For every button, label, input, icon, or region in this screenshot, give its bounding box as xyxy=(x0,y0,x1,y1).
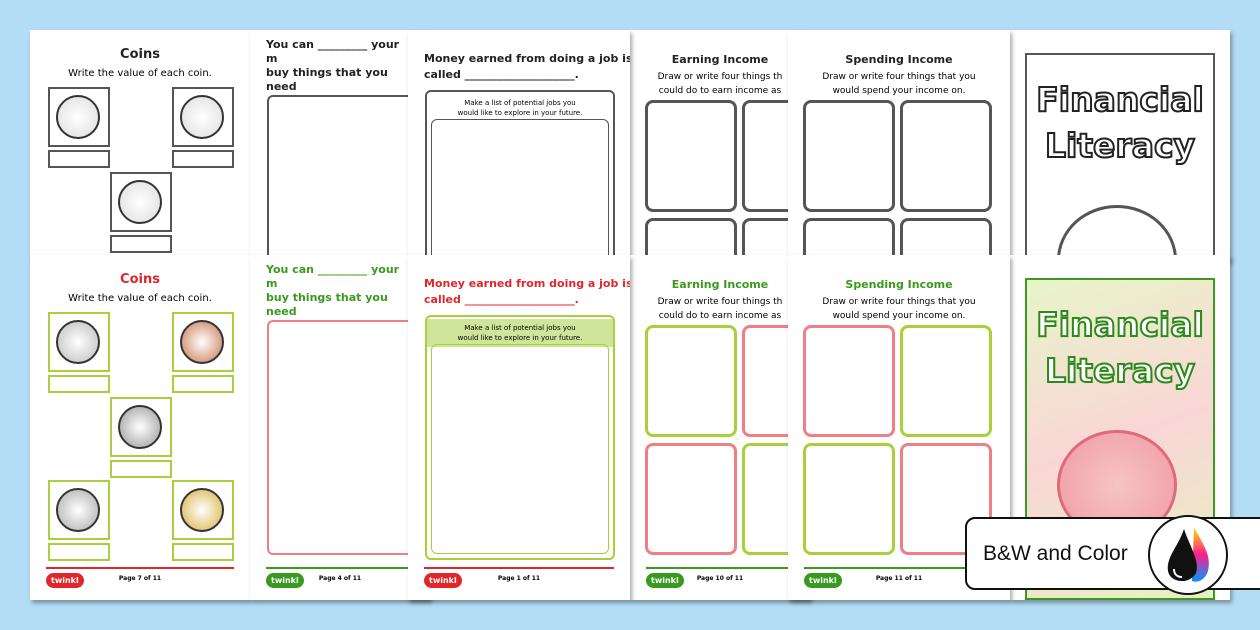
answer-box[interactable] xyxy=(172,543,234,561)
footer-line xyxy=(266,567,414,569)
coin-image xyxy=(180,320,224,364)
worksheet-page-2[interactable]: You can _________ your m buy things that… xyxy=(250,255,430,600)
drawing-box[interactable] xyxy=(803,100,895,212)
page-title: Coins xyxy=(120,47,160,62)
page-number: Page 1 of 11 xyxy=(497,575,541,582)
coin-box xyxy=(110,172,172,232)
badge-label: B&W and Color xyxy=(983,542,1128,565)
coin-box xyxy=(48,87,110,147)
worksheet-page-2[interactable]: You can _________ your m buy things that… xyxy=(250,30,430,262)
footer-line xyxy=(804,567,994,569)
coin-image xyxy=(180,95,224,139)
ink-drops-icon xyxy=(1148,515,1228,595)
footer-line xyxy=(646,567,794,569)
twinkl-logo: twinkl xyxy=(424,573,462,588)
cover-panel: Financial Literacy xyxy=(1025,53,1215,262)
drawing-box[interactable] xyxy=(900,218,992,262)
drawing-box[interactable] xyxy=(803,218,895,262)
drawing-box[interactable] xyxy=(900,100,992,212)
drawing-box[interactable] xyxy=(742,218,810,262)
cover-title: Financial Literacy xyxy=(1035,79,1205,166)
page-title: Spending Income xyxy=(845,53,953,66)
drawing-box[interactable] xyxy=(900,443,992,555)
twinkl-logo: twinkl xyxy=(646,573,684,588)
page-title: You can _________ your m buy things that… xyxy=(266,263,400,318)
twinkl-logo: twinkl xyxy=(266,573,304,588)
page-title: Earning Income xyxy=(671,278,769,291)
drawing-box[interactable] xyxy=(645,100,737,212)
drawing-box[interactable] xyxy=(645,218,737,262)
drawing-box[interactable] xyxy=(645,443,737,555)
page-number: Page 11 of 11 xyxy=(875,575,923,582)
coin-box xyxy=(48,312,110,372)
coin-box xyxy=(172,312,234,372)
piggy-bank-image xyxy=(1057,205,1177,262)
jobs-list-area[interactable] xyxy=(431,119,609,262)
drawing-box[interactable] xyxy=(900,325,992,437)
coin-box xyxy=(172,480,234,540)
coin-box xyxy=(110,397,172,457)
answer-box[interactable] xyxy=(48,375,110,393)
coin-image xyxy=(118,180,162,224)
answer-box[interactable] xyxy=(172,375,234,393)
coin-image xyxy=(56,488,100,532)
worksheet-page-3[interactable]: Money earned from doing a job is called … xyxy=(408,30,630,262)
worksheet-page-6[interactable]: Financial Literacy xyxy=(1010,30,1230,262)
page-title: You can _________ your m buy things that… xyxy=(266,38,400,93)
answer-box[interactable] xyxy=(110,235,172,253)
coin-image xyxy=(56,320,100,364)
drawing-box[interactable] xyxy=(803,325,895,437)
page-title: Spending Income xyxy=(845,278,953,291)
page-number: Page 4 of 11 xyxy=(318,575,362,582)
page-subtitle: Draw or write four things th could do to… xyxy=(657,297,783,321)
answer-box[interactable] xyxy=(48,543,110,561)
page-title: Money earned from doing a job is called … xyxy=(424,52,630,81)
drawing-box[interactable] xyxy=(742,443,810,555)
page-number: Page 10 of 11 xyxy=(696,575,744,582)
coin-image xyxy=(56,95,100,139)
coin-box xyxy=(48,480,110,540)
drawing-box[interactable] xyxy=(267,95,430,262)
drawing-box[interactable] xyxy=(742,325,810,437)
page-title: Money earned from doing a job is called … xyxy=(424,277,630,306)
coin-image xyxy=(180,488,224,532)
box-header: Make a list of potential jobs you would … xyxy=(427,94,613,122)
answer-box[interactable] xyxy=(48,150,110,168)
footer-line xyxy=(46,567,234,569)
page-title: Coins xyxy=(120,272,160,287)
page-subtitle: Write the value of each coin. xyxy=(68,293,212,304)
page-subtitle: Draw or write four things that you would… xyxy=(822,72,976,96)
coin-image xyxy=(118,405,162,449)
page-subtitle: Draw or write four things th could do to… xyxy=(657,72,783,96)
twinkl-logo: twinkl xyxy=(804,573,842,588)
drawing-box[interactable] xyxy=(645,325,737,437)
page-subtitle: Draw or write four things that you would… xyxy=(822,297,976,321)
page-number: Page 7 of 11 xyxy=(118,575,162,582)
page-subtitle: Write the value of each coin. xyxy=(68,68,212,79)
answer-box[interactable] xyxy=(172,150,234,168)
drawing-box[interactable] xyxy=(742,100,810,212)
cover-title: Financial Literacy xyxy=(1035,304,1205,391)
jobs-list-area[interactable] xyxy=(431,344,609,554)
jobs-box[interactable]: Make a list of potential jobs you would … xyxy=(425,315,615,560)
drawing-box[interactable] xyxy=(803,443,895,555)
footer-line xyxy=(424,567,614,569)
worksheet-page-3[interactable]: Money earned from doing a job is called … xyxy=(408,255,630,600)
drawing-box[interactable] xyxy=(267,320,430,555)
page-title: Earning Income xyxy=(671,53,769,66)
box-header: Make a list of potential jobs you would … xyxy=(427,319,613,347)
twinkl-logo: twinkl xyxy=(46,573,84,588)
jobs-box[interactable]: Make a list of potential jobs you would … xyxy=(425,90,615,262)
answer-box[interactable] xyxy=(110,460,172,478)
coin-box xyxy=(172,87,234,147)
